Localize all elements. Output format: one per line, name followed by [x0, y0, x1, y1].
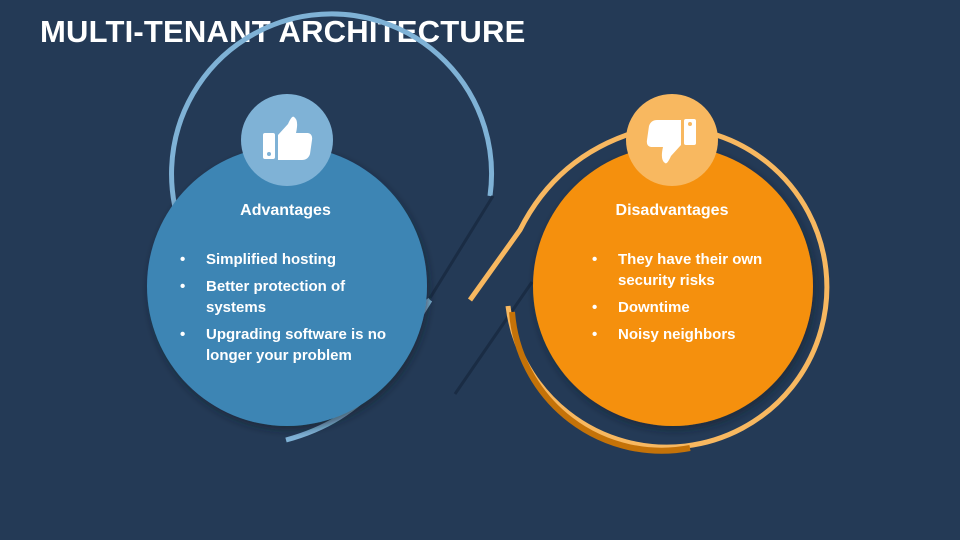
connector-dark-line — [428, 195, 495, 299]
thumbs-down-icon-dot — [688, 122, 692, 126]
thumbs-up-icon — [263, 116, 313, 160]
advantages-heading: Advantages — [240, 202, 331, 219]
disadvantages-heading: Disadvantages — [615, 202, 729, 219]
thumbs-down-icon — [646, 119, 696, 164]
disadvantages-inner-arc — [509, 311, 691, 454]
disadvantages-panel: Disadvantages They have their own securi… — [592, 202, 792, 351]
connector-dark-line-2 — [453, 281, 534, 395]
disadvantages-item: Downtime — [592, 297, 792, 318]
disadvantages-item: They have their own security risks — [592, 249, 768, 291]
disadvantages-ring — [505, 124, 830, 450]
disadvantages-list: They have their own security risks Downt… — [592, 249, 792, 345]
advantages-item: Simplified hosting — [180, 249, 410, 270]
disadvantages-item: Noisy neighbors — [592, 324, 792, 345]
advantages-panel: Advantages Simplified hosting Better pro… — [180, 202, 410, 372]
advantages-item: Better protection of systems — [180, 276, 376, 318]
thumbs-up-icon-dot — [267, 152, 271, 156]
advantages-item: Upgrading software is no longer your pro… — [180, 324, 406, 366]
advantages-list: Simplified hosting Better protection of … — [180, 249, 410, 366]
